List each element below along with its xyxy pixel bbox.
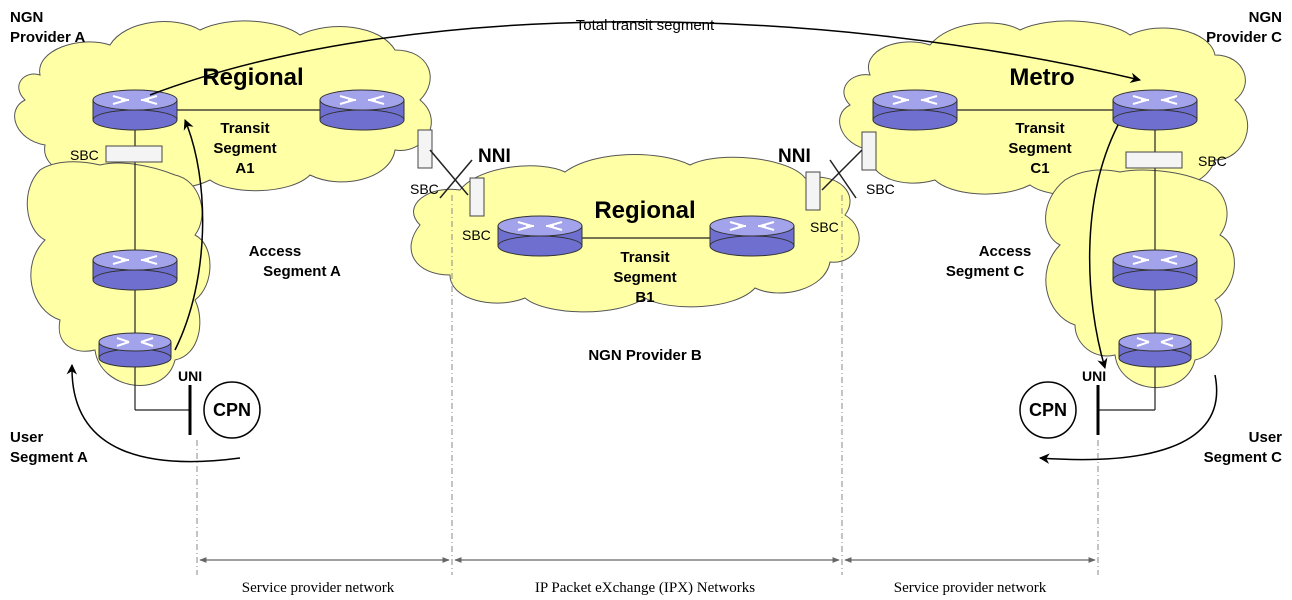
label-nni-right: NNI	[778, 146, 811, 167]
label-user-a-2: Segment A	[10, 449, 88, 466]
label-ngn-provider-b: NGN Provider B	[588, 347, 702, 364]
label-access-a-2: Segment A	[263, 263, 341, 280]
label-cpn-a: CPN	[213, 400, 251, 420]
cloud-provider-b-regional	[410, 154, 860, 313]
label-service-provider-left: Service provider network	[242, 580, 395, 596]
router-c-edge	[1112, 89, 1198, 131]
router-b-right	[709, 215, 795, 257]
router-c-border	[872, 89, 958, 131]
label-transit-a1-2: Segment	[213, 140, 276, 157]
user-a-arrow	[66, 363, 241, 463]
label-metro-c: Metro	[1009, 64, 1074, 91]
label-access-c-1: Access	[979, 243, 1032, 260]
access-a-arrow	[174, 119, 204, 351]
label-sbc-a-access: SBC	[70, 147, 99, 163]
total-transit-arrow	[149, 21, 1142, 96]
label-ngn-provider-a-2: Provider A	[10, 29, 85, 46]
label-sbc-b-left: SBC	[462, 227, 491, 243]
label-nni-left: NNI	[478, 146, 511, 167]
label-sbc-c-nni: SBC	[866, 181, 895, 197]
label-sbc-a-nni: SBC	[410, 181, 439, 197]
sbc-box-b-right	[805, 171, 821, 211]
label-transit-b1-1: Transit	[620, 249, 669, 266]
router-b-left	[497, 215, 583, 257]
label-sbc-b-right: SBC	[810, 219, 839, 235]
label-ipx-networks: IP Packet eXchange (IPX) Networks	[535, 580, 755, 596]
sbc-box-a-access	[105, 145, 163, 163]
label-transit-b1-3: B1	[635, 289, 654, 306]
sbc-box-a-nni	[417, 129, 433, 169]
sbc-box-c-access	[1125, 151, 1183, 169]
label-transit-c1-1: Transit	[1015, 120, 1064, 137]
label-transit-c1-3: C1	[1030, 160, 1049, 177]
label-transit-b1-2: Segment	[613, 269, 676, 286]
router-c-customer	[1118, 332, 1192, 368]
access-c-arrow	[1088, 124, 1119, 370]
label-ngn-provider-a-1: NGN	[10, 9, 43, 26]
label-access-a-1: Access	[249, 243, 302, 260]
label-service-provider-right: Service provider network	[894, 580, 1047, 596]
user-c-arrow	[1038, 374, 1218, 464]
label-transit-a1-1: Transit	[220, 120, 269, 137]
cpn-circle-c	[1019, 381, 1077, 439]
label-ngn-provider-c-1: NGN	[1249, 9, 1282, 26]
router-c-access	[1112, 249, 1198, 291]
label-ngn-provider-c-2: Provider C	[1206, 29, 1282, 46]
label-uni-c: UNI	[1082, 368, 1106, 384]
cpn-circle-a	[203, 381, 261, 439]
label-user-a-1: User	[10, 429, 44, 446]
label-sbc-c-access: SBC	[1198, 153, 1227, 169]
label-regional-b: Regional	[594, 197, 695, 224]
router-a-customer	[98, 332, 172, 368]
label-cpn-c: CPN	[1029, 400, 1067, 420]
label-total-transit: Total transit segment	[576, 17, 715, 34]
router-a-border	[319, 89, 405, 131]
label-user-c-1: User	[1249, 429, 1283, 446]
label-transit-c1-2: Segment	[1008, 140, 1071, 157]
label-access-c-2: Segment C	[946, 263, 1025, 280]
label-user-c-2: Segment C	[1204, 449, 1283, 466]
router-a-access	[92, 249, 178, 291]
label-uni-a: UNI	[178, 368, 202, 384]
boundary-dashed-lines	[196, 195, 1099, 575]
label-transit-a1-3: A1	[235, 160, 254, 177]
sbc-box-b-left	[469, 177, 485, 217]
label-regional-a: Regional	[202, 64, 303, 91]
sbc-box-c-nni	[861, 131, 877, 171]
nni-lines	[429, 149, 863, 199]
router-a-edge	[92, 89, 178, 131]
